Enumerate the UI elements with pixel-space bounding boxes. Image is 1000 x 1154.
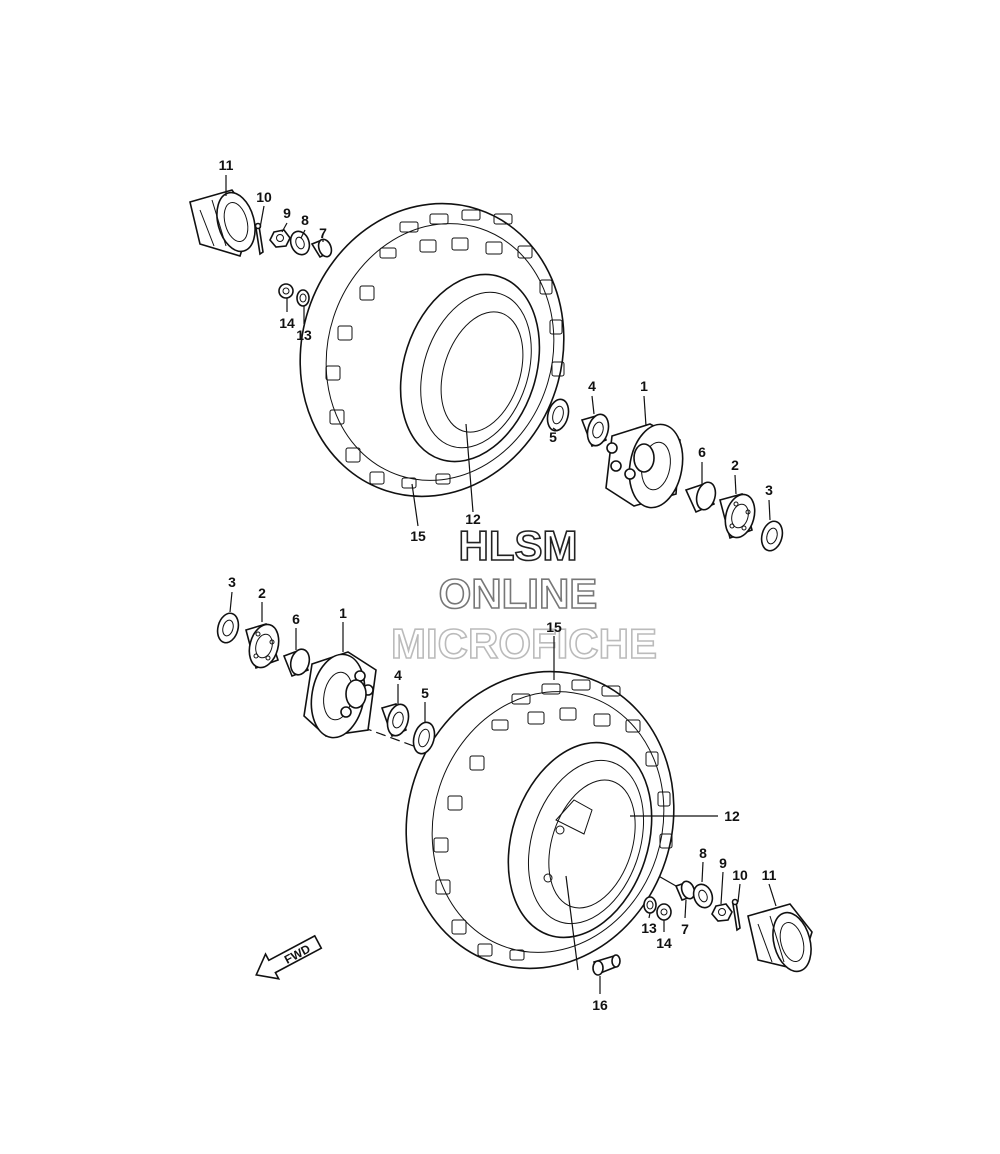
bottom-callout-8: 8 [699, 845, 707, 861]
top-seal-5[interactable] [544, 397, 572, 433]
bottom-callout-4: 4 [394, 667, 402, 683]
top-callout-11: 11 [219, 157, 234, 173]
bottom-callout-13: 13 [641, 920, 657, 936]
bottom-hub-1[interactable] [303, 650, 377, 742]
bottom-callout-9: 9 [719, 855, 727, 871]
bottom-bearing-2[interactable] [245, 621, 283, 671]
bottom-callout-2: 2 [258, 585, 266, 601]
bottom-callout-10: 10 [732, 867, 748, 883]
bottom-valve-16[interactable] [592, 954, 621, 976]
top-callout-6: 6 [698, 444, 706, 460]
top-callout-1: 1 [640, 378, 648, 394]
watermark-line-3: MICROFICHE [391, 620, 657, 667]
top-washer-13[interactable] [296, 289, 310, 307]
bottom-callouts: 3 2 6 1 4 5 15 12 8 9 10 11 13 14 7 16 [228, 574, 777, 1013]
top-seal-3[interactable] [758, 519, 785, 553]
top-callout-14: 14 [279, 315, 295, 331]
top-callout-8: 8 [301, 212, 309, 228]
top-callout-5: 5 [549, 429, 557, 445]
watermark-line-1: HLSM [459, 522, 578, 569]
bottom-callout-3: 3 [228, 574, 236, 590]
top-bearing-4[interactable] [580, 412, 612, 448]
bottom-callout-15: 15 [546, 619, 562, 635]
bottom-callout-16: 16 [592, 997, 608, 1013]
top-spacer-7[interactable] [310, 237, 334, 259]
top-callout-4: 4 [588, 378, 596, 394]
bottom-cotter-pin-10[interactable] [731, 898, 741, 932]
watermark-line-2: ONLINE [439, 570, 598, 617]
bottom-callout-11: 11 [762, 867, 777, 883]
top-tire-tread [325, 209, 565, 489]
watermark: HLSM ONLINE MICROFICHE [390, 521, 658, 668]
bottom-callout-6: 6 [292, 611, 300, 627]
bottom-spacer-6[interactable] [282, 647, 312, 678]
bottom-nut-9[interactable] [711, 903, 733, 922]
top-callout-3: 3 [765, 482, 773, 498]
top-callout-10: 10 [256, 189, 272, 205]
top-leader-lines [225, 175, 771, 527]
top-nut-14[interactable] [278, 283, 294, 299]
top-callout-9: 9 [283, 205, 291, 221]
top-hub-1[interactable] [605, 420, 689, 512]
bottom-callout-14: 14 [656, 935, 672, 951]
top-cap-11[interactable] [189, 188, 261, 257]
top-callout-15: 15 [410, 528, 426, 544]
bottom-nut-14[interactable] [656, 903, 672, 921]
bottom-tire[interactable] [368, 637, 712, 1004]
bottom-callout-5: 5 [421, 685, 429, 701]
bottom-leader-lines [229, 591, 777, 994]
top-bearing-2[interactable] [719, 491, 759, 541]
bottom-bearing-4[interactable] [380, 702, 412, 738]
bottom-tire-tread [433, 679, 673, 961]
bottom-washer-8[interactable] [690, 882, 715, 911]
top-callout-7: 7 [319, 225, 327, 241]
bottom-callout-12: 12 [724, 808, 740, 824]
top-callouts: 11 10 9 8 7 14 13 4 1 5 6 2 3 12 15 [219, 157, 774, 544]
bottom-cap-11[interactable] [747, 903, 817, 976]
top-callout-2: 2 [731, 457, 739, 473]
top-cotter-pin-10[interactable] [254, 222, 264, 256]
top-callout-12: 12 [465, 511, 481, 527]
fwd-arrow-icon [255, 934, 323, 980]
bottom-callout-7: 7 [681, 921, 689, 937]
bottom-seal-3[interactable] [214, 611, 241, 645]
fwd-arrow: FWD [255, 934, 323, 980]
bottom-washer-13[interactable] [643, 896, 657, 914]
top-callout-13: 13 [296, 327, 312, 343]
top-nut-9[interactable] [269, 229, 291, 248]
top-spacer-6[interactable] [684, 480, 718, 514]
top-tire[interactable] [263, 169, 602, 531]
bottom-assembly: 3 2 6 1 4 5 15 12 8 9 10 11 13 14 7 16 [214, 574, 817, 1013]
top-assembly: 11 10 9 8 7 14 13 4 1 5 6 2 3 12 15 [189, 157, 785, 553]
bottom-seal-5[interactable] [410, 720, 438, 756]
top-washer-8[interactable] [287, 229, 312, 258]
bottom-callout-1: 1 [339, 605, 347, 621]
